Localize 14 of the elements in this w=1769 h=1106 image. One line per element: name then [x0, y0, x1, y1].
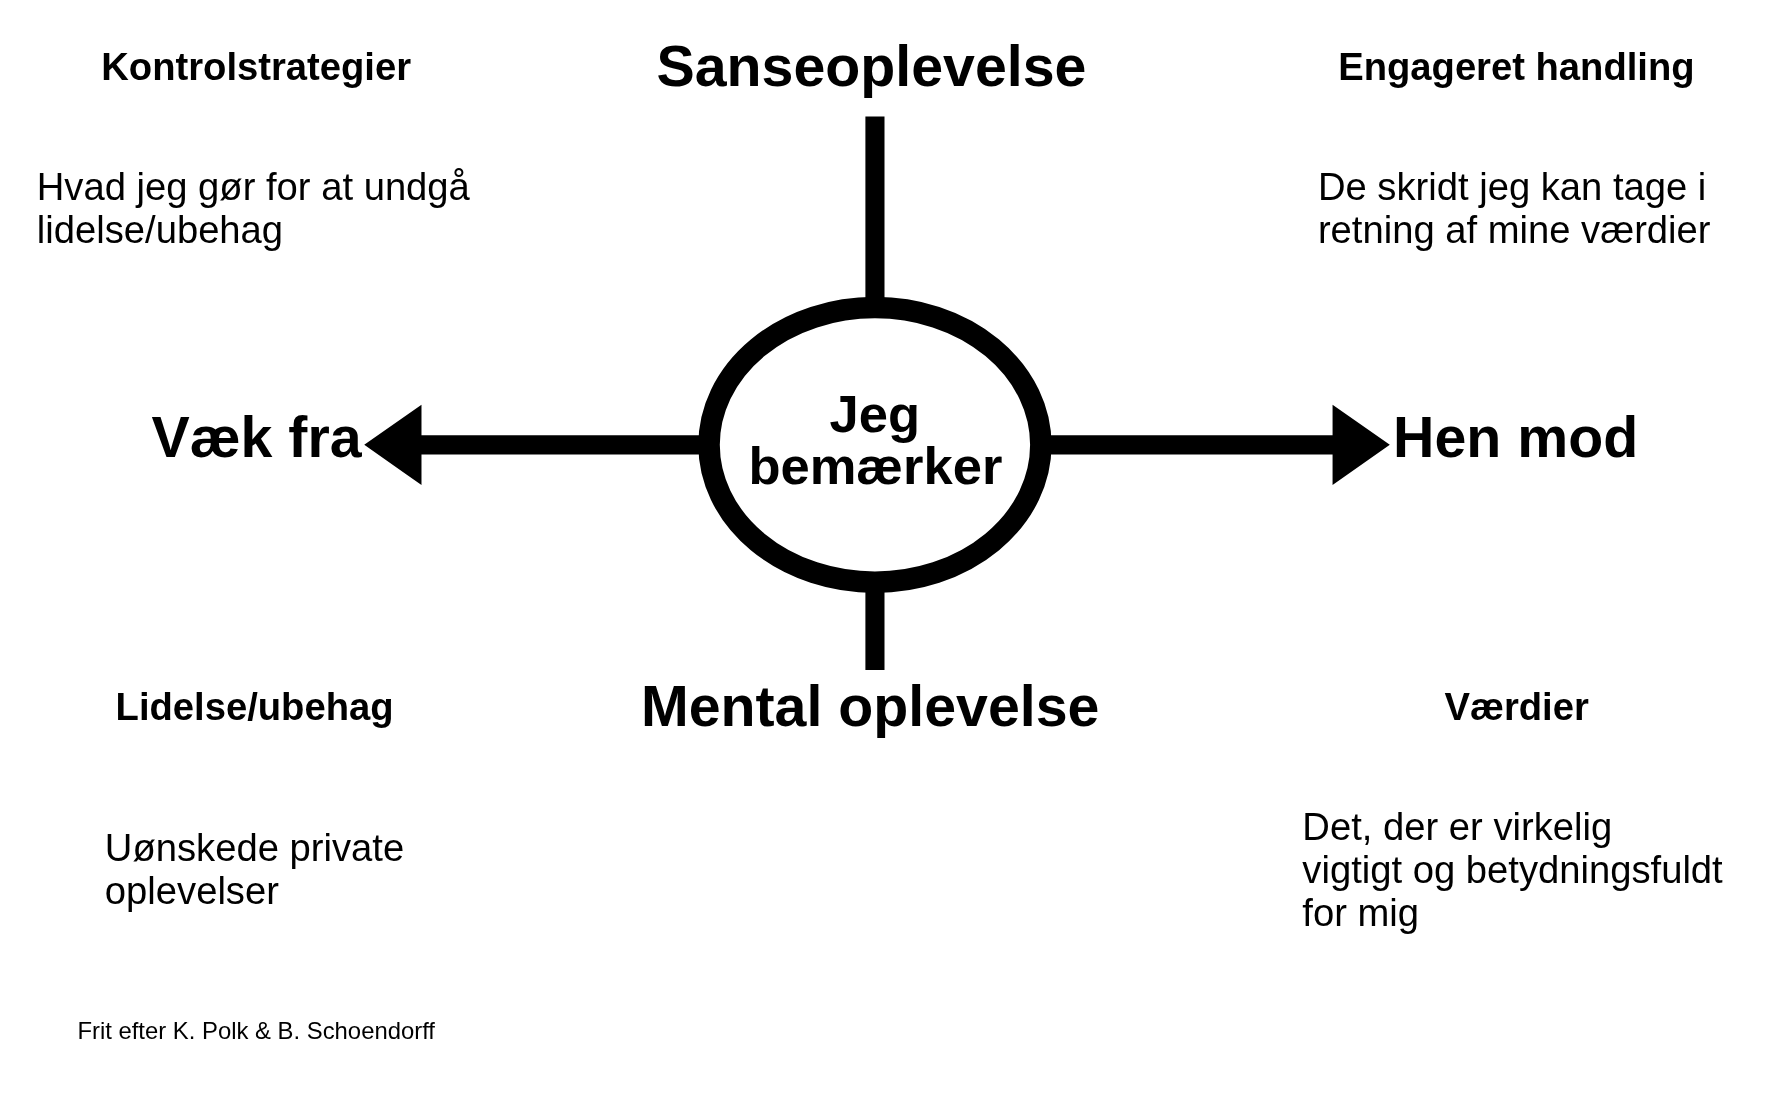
label: De skridt jeg kan tage i retning af mine værdier — [1317, 164, 1711, 251]
label: Værdier — [1444, 684, 1589, 728]
node-ellipse: Jeg bemærker — [698, 296, 1052, 593]
node-text: Sanseoplevelse — [656, 33, 1087, 98]
label: Det, der er virkelig vigtigt og betydningsfuldt for mig — [1302, 804, 1723, 934]
node-text: Hen mod — [1393, 404, 1639, 469]
label: Frit efter K. Polk & B. Schoendorff — [77, 1016, 436, 1044]
label: Lidelse/ubehag — [115, 684, 394, 728]
node-text: Væk fra — [151, 404, 362, 469]
label: Engageret handling — [1338, 44, 1695, 88]
label: Uønskede private oplevelser — [104, 825, 405, 912]
label: Kontrolstrategier — [101, 44, 412, 88]
label: Hvad jeg gør for at undgå lidelse/ubehag — [36, 164, 470, 251]
node-text: Mental oplevelse — [640, 673, 1100, 738]
